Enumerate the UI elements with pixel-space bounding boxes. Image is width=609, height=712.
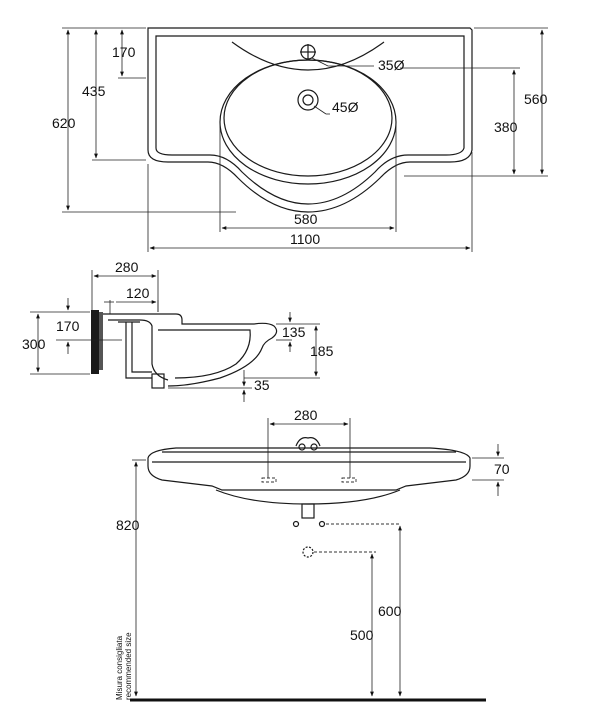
dim-side-120: 120 xyxy=(126,285,150,301)
dim-front-600: 600 xyxy=(378,603,402,619)
top-view: 620 435 170 560 380 35Ø 45Ø xyxy=(52,27,548,252)
dim-side-185: 185 xyxy=(310,343,334,359)
dim-side-35: 35 xyxy=(254,377,270,393)
hole-tap-label: 35Ø xyxy=(378,57,405,73)
dim-380: 380 xyxy=(494,119,518,135)
basin-outline-top xyxy=(147,27,473,213)
dim-580: 580 xyxy=(294,211,318,227)
dim-front-280: 280 xyxy=(294,407,318,423)
dim-435: 435 xyxy=(82,83,106,99)
side-view: 280 120 170 300 135 xyxy=(22,259,334,402)
dim-front-820: 820 xyxy=(116,517,140,533)
front-view: 280 70 820 600 500 Misura consigliata xyxy=(115,407,510,702)
top-view-dimensions: 620 435 170 560 380 35Ø 45Ø xyxy=(52,27,548,252)
hole-drain-label: 45Ø xyxy=(332,99,359,115)
scroll-ornament xyxy=(295,437,321,451)
front-view-dimensions: 280 70 820 600 500 Misura consigliata xyxy=(115,407,510,700)
basin-outline-front xyxy=(147,437,471,519)
dim-560: 560 xyxy=(524,91,548,107)
dim-1100: 1100 xyxy=(290,231,320,247)
recommended-size-note-en: recommended size xyxy=(124,632,133,700)
side-view-dimensions: 280 120 170 300 135 xyxy=(22,259,334,402)
dim-side-300: 300 xyxy=(22,336,46,352)
dim-front-70: 70 xyxy=(494,461,510,477)
dim-front-500: 500 xyxy=(350,627,374,643)
dim-170-top: 170 xyxy=(112,44,136,60)
dim-side-135: 135 xyxy=(282,324,306,340)
dim-side-280: 280 xyxy=(115,259,139,275)
basin-section-side xyxy=(91,310,278,389)
dim-620: 620 xyxy=(52,115,76,131)
recommended-size-note-it: Misura consigliata xyxy=(115,635,124,700)
dim-side-170: 170 xyxy=(56,318,80,334)
